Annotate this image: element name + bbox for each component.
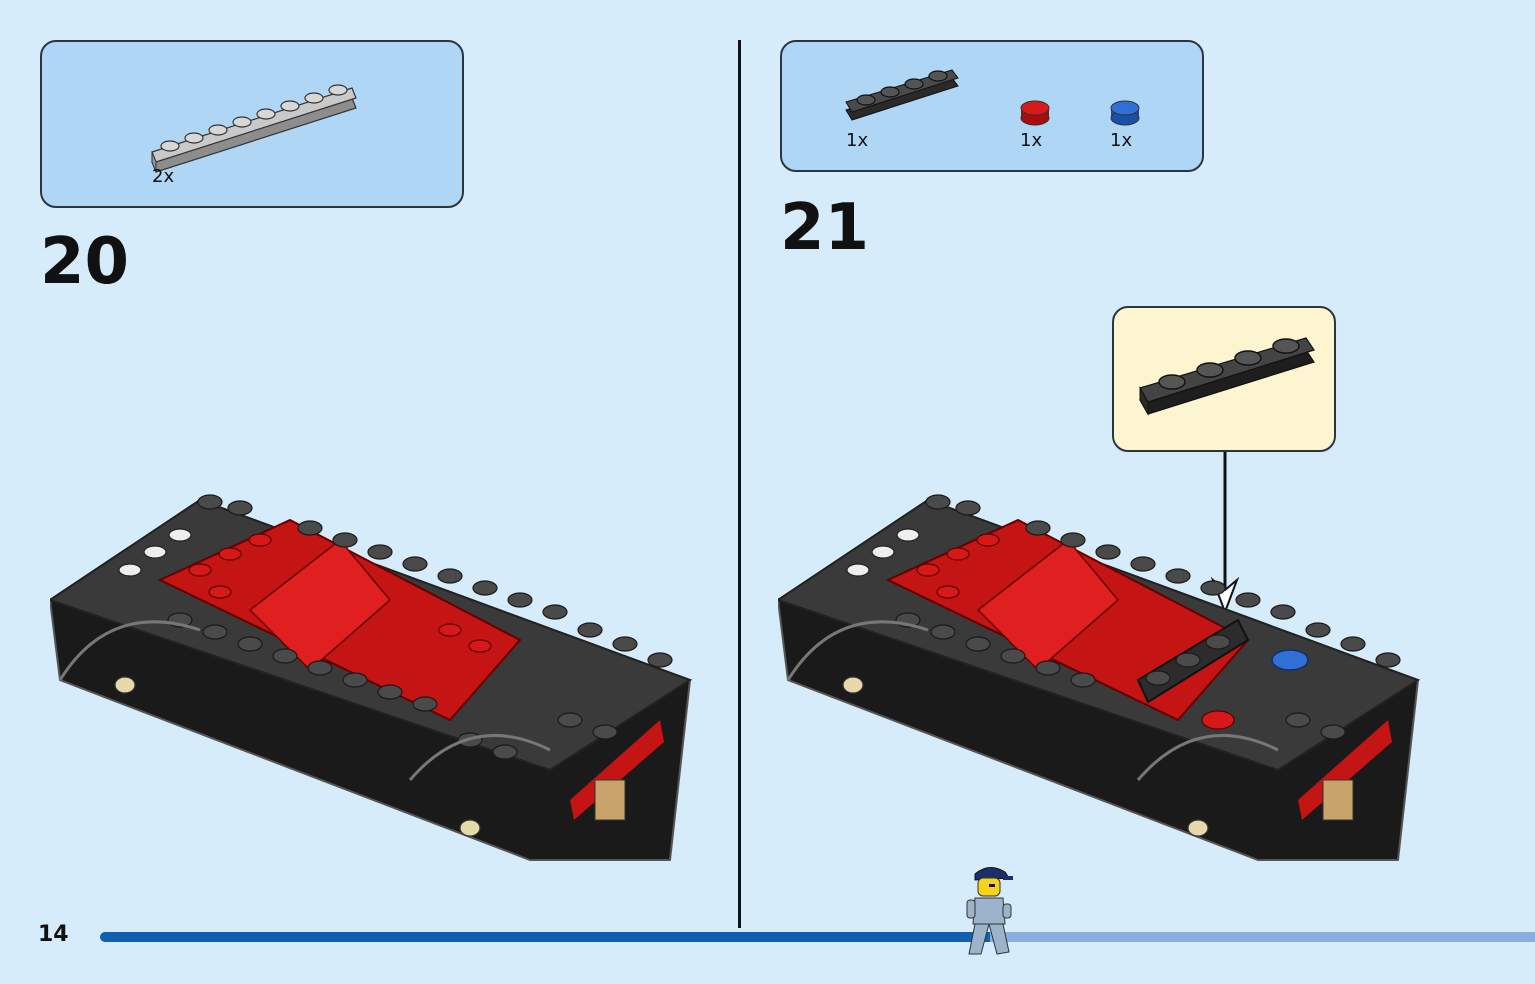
callout-box bbox=[1112, 306, 1336, 452]
progress-bar bbox=[100, 932, 1535, 942]
step-number: 21 bbox=[780, 191, 870, 265]
part-quantity: 1x bbox=[846, 130, 869, 151]
red-round-tile-icon bbox=[1020, 100, 1050, 126]
car-model-step-20 bbox=[50, 494, 693, 861]
page-number: 14 bbox=[38, 922, 69, 947]
step-20-parts-box: 2x bbox=[40, 40, 464, 208]
black-plate-1x4-icon bbox=[845, 69, 959, 121]
page-divider bbox=[738, 40, 741, 928]
gray-plate-1x8-icon bbox=[151, 84, 357, 173]
step-21-parts-box: 1x 1x 1x bbox=[780, 40, 1204, 172]
minifigure-icon bbox=[966, 867, 1013, 955]
blue-round-tile-icon bbox=[1110, 100, 1140, 126]
step-number: 20 bbox=[40, 225, 130, 299]
part-quantity: 1x bbox=[1110, 130, 1133, 151]
car-model-step-21 bbox=[778, 494, 1421, 861]
part-quantity: 1x bbox=[1020, 130, 1043, 151]
progress-fill bbox=[100, 932, 990, 942]
black-plate-1x4-icon bbox=[1139, 337, 1315, 416]
part-quantity: 2x bbox=[152, 166, 175, 187]
